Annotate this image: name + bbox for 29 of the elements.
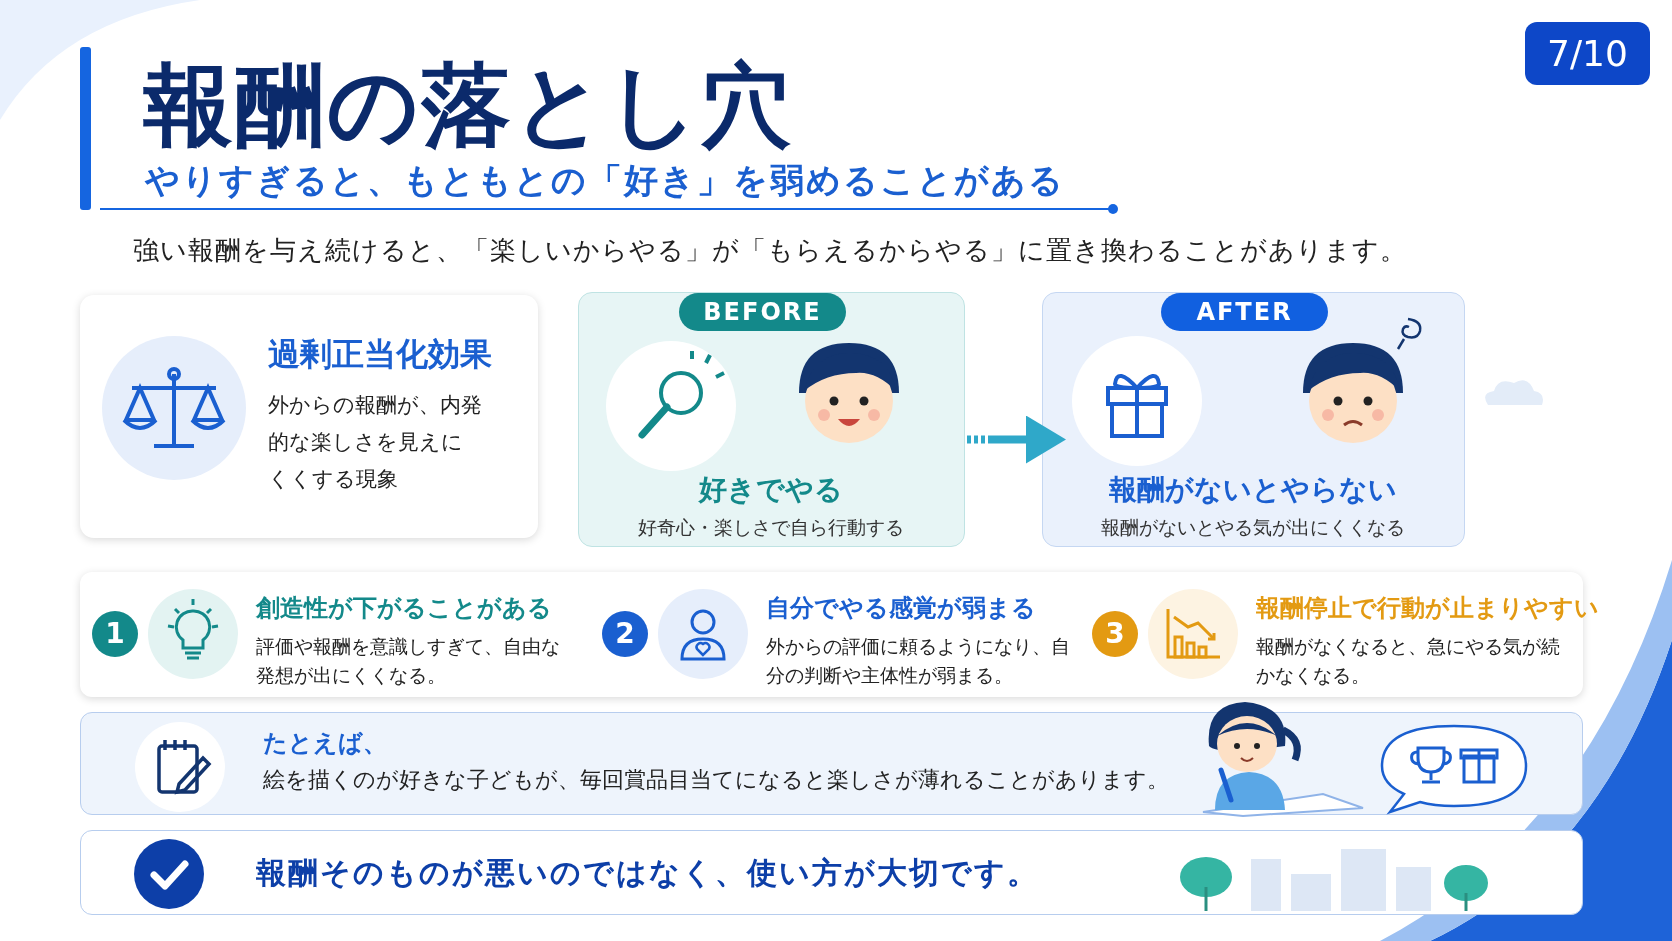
step-description: 評価や報酬を意識しすぎて、自由な発想が出にくくなる。 [256, 634, 561, 688]
example-heading: たとえば、 [263, 728, 387, 759]
step-heading: 報酬停止で行動が止まりやすい [1256, 593, 1599, 624]
card-description: 外からの報酬が、内発的な楽しさを見えにくくする現象 [268, 392, 483, 493]
page-number: 7/10 [1525, 22, 1650, 85]
step-number: 2 [602, 611, 648, 657]
slide-title: 報酬の落とし穴 [143, 51, 793, 159]
panel-caption: 好奇心・楽しさで自ら行動する [637, 515, 905, 540]
step-description: 外からの評価に頼るようになり、自分の判断や主体性が弱まる。 [766, 634, 1071, 688]
slide-subtitle: やりすぎると、もともとの「好き」を弱めることがある [145, 159, 1065, 202]
step-number: 3 [1092, 611, 1138, 657]
step-number: 1 [92, 611, 138, 657]
step-heading: 自分でやる感覚が弱まる [766, 593, 1036, 624]
example-text: 絵を描くのが好きな子どもが、毎回賞品目当てになると楽しさが薄れることがあります。 [263, 766, 1169, 794]
before-tab: BEFORE [679, 293, 846, 331]
intro-text: 強い報酬を与え続けると、「楽しいからやる」が「もらえるからやる」に置き換わることがあります。 [133, 234, 1407, 267]
card-heading: 過剰正当化効果 [268, 334, 492, 375]
conclusion-box [80, 830, 1583, 915]
conclusion-text: 報酬そのものが悪いのではなく、使い方が大切です。 [256, 854, 1039, 892]
arrow [967, 415, 1066, 464]
after-tab: AFTER [1161, 293, 1328, 331]
concept-card [80, 295, 538, 538]
after-panel [1042, 292, 1465, 547]
step-heading: 創造性が下がることがある [256, 593, 552, 624]
before-panel [578, 292, 965, 547]
panel-heading: 報酬がないとやらない [1108, 472, 1398, 508]
panel-heading: 好きでやる [697, 472, 844, 508]
step-description: 報酬がなくなると、急にやる気が続かなくなる。 [1256, 634, 1561, 688]
panel-caption: 報酬がないとやる気が出にくくなる [1100, 515, 1406, 540]
